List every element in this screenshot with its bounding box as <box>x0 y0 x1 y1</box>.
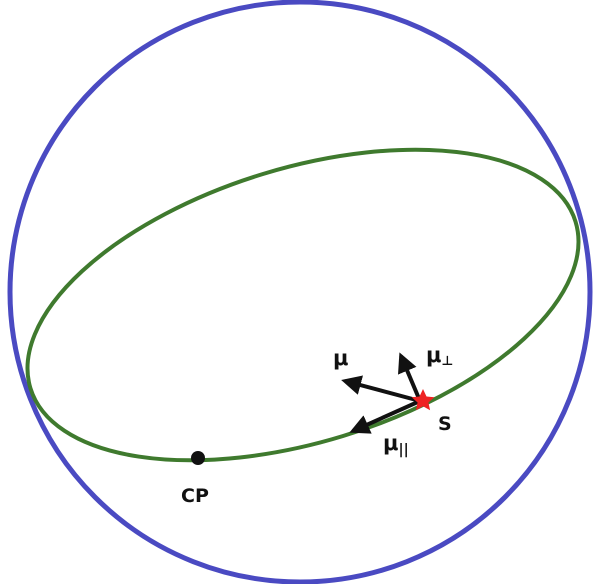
mu-parallel-symbol: μ <box>383 431 398 455</box>
sphere-outline <box>7 0 593 584</box>
mu-arrow <box>341 375 421 403</box>
mu-perp-symbol: μ <box>426 343 441 367</box>
source-label: S <box>438 413 452 435</box>
mu-parallel-subscript: || <box>398 442 408 458</box>
mu-perp-label: μ⊥ <box>426 343 453 369</box>
star-icon <box>411 389 435 411</box>
dot-icon <box>191 451 205 465</box>
cp-label: CP <box>181 485 209 507</box>
mu-perp-arrow <box>398 352 422 402</box>
mu-label: μ <box>333 346 348 370</box>
mu-perp-subscript: ⊥ <box>441 354 453 369</box>
mu-parallel-label: μ|| <box>383 431 409 458</box>
mu-parallel-arrow <box>349 399 421 434</box>
orbit-ellipse <box>25 147 581 463</box>
